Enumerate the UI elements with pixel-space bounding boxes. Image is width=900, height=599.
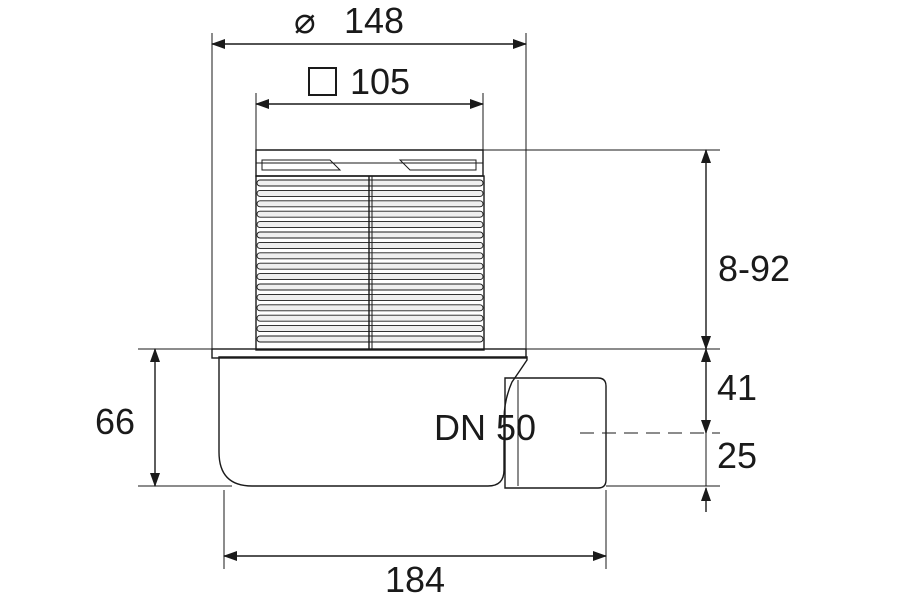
body-height-label: 66 [95, 401, 135, 442]
dimension-lines [138, 33, 720, 569]
square-value: 105 [350, 61, 410, 102]
extension-riser [255, 175, 485, 351]
riser-rib [256, 231, 484, 239]
riser-rib [256, 262, 484, 270]
riser-rib [256, 304, 484, 312]
outlet-size-label: DN 50 [434, 407, 536, 448]
riser-rib [256, 210, 484, 218]
drain-body [211, 149, 607, 489]
upper-to-outlet-label: 41 [717, 367, 757, 408]
riser-rib [256, 283, 484, 291]
riser-rib [256, 221, 484, 229]
outlet-to-bottom-label: 25 [717, 435, 757, 476]
riser-rib [256, 325, 484, 333]
height-adjust-label: 8-92 [718, 248, 790, 289]
diameter-value: 148 [344, 0, 404, 41]
riser-rib [256, 200, 484, 208]
grate-top [255, 149, 484, 177]
riser-rib [256, 179, 484, 187]
drain-bowl [218, 356, 528, 487]
riser-rib [256, 252, 484, 260]
riser-rib [256, 273, 484, 281]
diameter-symbol: ⌀ [294, 0, 316, 41]
riser-rib [256, 314, 484, 322]
square-symbol-icon [308, 67, 337, 96]
outlet-pipe [504, 377, 607, 489]
diameter-label: ⌀ 148 [294, 0, 404, 41]
riser-rib [256, 293, 484, 301]
riser-rib [256, 335, 484, 343]
square-label: 105 [308, 61, 410, 102]
total-length-label: 184 [385, 559, 445, 599]
riser-rib [256, 241, 484, 249]
riser-rib [256, 189, 484, 197]
